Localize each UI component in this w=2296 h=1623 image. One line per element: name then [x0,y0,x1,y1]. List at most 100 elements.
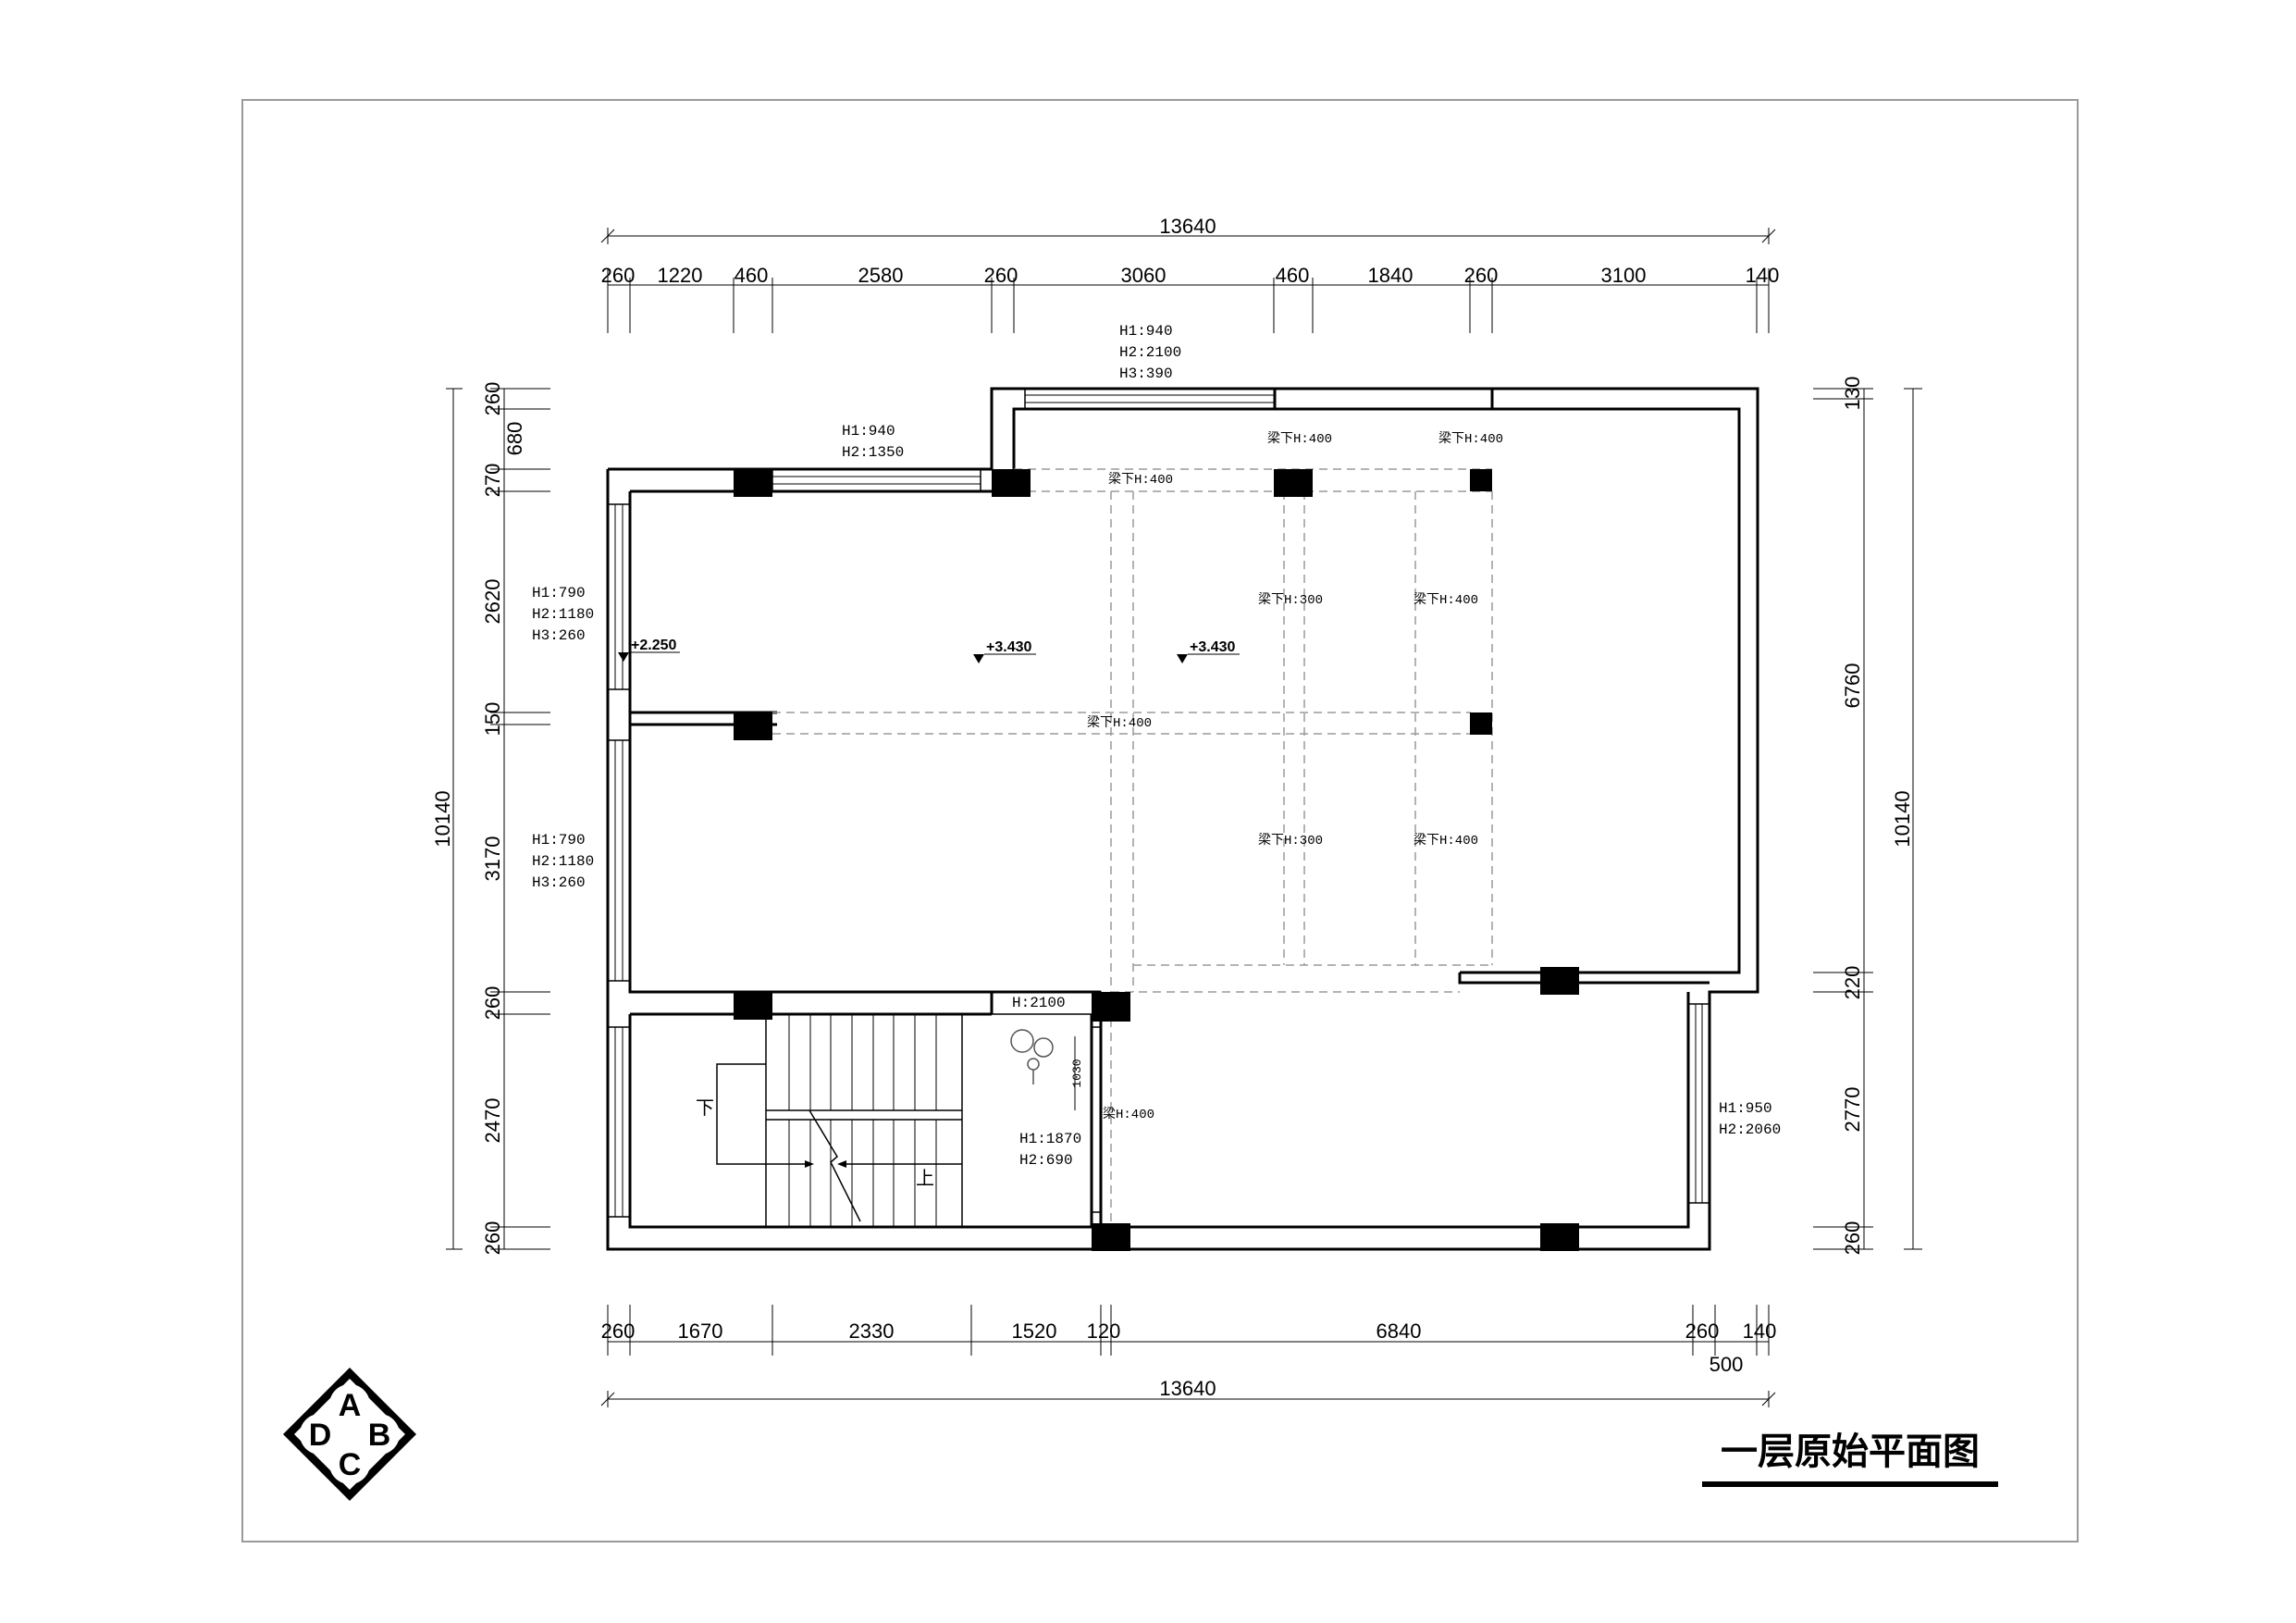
dim-left-total: 10140 [431,790,454,847]
window-inner [1091,1026,1102,1213]
dim-left-ticks [490,388,550,1250]
dimension-top: 13640 260 1220 460 2580 260 3060 460 184… [601,215,1780,333]
logo-letter-c: C [339,1447,362,1482]
opening-top-right-h2: H2:2100 [1119,344,1181,361]
dim-top-seg-5: 260 [984,264,1018,287]
dim-bottom-seg-2: 1670 [678,1319,723,1343]
logo-letter-d: D [309,1418,332,1453]
opening-top-left-h1: H1:940 [842,423,895,440]
opening-inner-h2: H2:690 [1019,1152,1073,1169]
stair-down-label: 下 [696,1096,714,1119]
level-3: +3.430 [1190,639,1235,655]
column-9 [1540,967,1579,995]
dim-left-seg-6: 3170 [481,836,504,882]
dim-right-seg-1: 130 [1841,377,1864,411]
dim-top-seg-4: 2580 [858,264,904,287]
columns [734,469,1579,1251]
dim-top-seg-2: 1220 [658,264,703,287]
dim-bottom-ticks [607,1305,1770,1356]
window-left-stair [607,1026,631,1218]
dim-top-seg-11: 140 [1746,264,1780,287]
dim-bottom-extra: 500 [1710,1353,1744,1376]
stairs: 下 上 [696,1014,963,1227]
dim-right-seg-2: 6760 [1841,663,1864,709]
dim-left-seg-2: 680 [503,422,526,456]
dim-top-seg-3: 460 [734,264,769,287]
opening-inner-h1: H1:1870 [1019,1131,1081,1147]
beam-label-6: 梁下H:400 [1087,715,1152,731]
window-left-lower [607,739,631,982]
opening-left-upper-h2: H2:1180 [532,606,594,623]
dim-top-seg-8: 1840 [1368,264,1413,287]
level-2: +3.430 [986,639,1031,655]
level-markers: +2.250 +3.430 +3.430 [618,638,1240,663]
beam-label-3: 梁下H:400 [1108,472,1173,488]
dim-bottom-seg-8: 140 [1743,1319,1777,1343]
opening-top-right-h1: H1:940 [1119,323,1173,340]
fixture-icon [1010,1029,1076,1110]
dim-left-seg-8: 2470 [481,1098,504,1144]
dim-right-total: 10140 [1891,790,1914,847]
dim-bottom-seg-6: 6840 [1376,1319,1422,1343]
window-left-upper [607,503,631,690]
opening-top-left-h2: H2:1350 [842,444,904,461]
dim-top-seg-10: 3100 [1601,264,1647,287]
dim-top-seg-6: 3060 [1121,264,1167,287]
beam-label-4: 梁下H:300 [1258,592,1323,608]
opening-left-lower-h1: H1:790 [532,832,586,849]
column-10 [1092,1223,1130,1251]
stair-up-label: 上 [916,1167,934,1189]
drawing-frame [241,99,2079,1542]
beam-label-9: 梁H:400 [1103,1107,1154,1122]
dim-top-seg-1: 260 [601,264,636,287]
opening-inner-width: 1030 [1070,1059,1084,1087]
windows [607,387,1710,1218]
opening-stair-door: H:2100 [1012,995,1066,1011]
stair-down-arrow [716,1063,805,1165]
annotations: H1:940 H2:2100 H3:390 H1:940 H2:1350 H1:… [532,323,1781,1169]
beams [772,468,1493,1227]
opening-left-upper-h1: H1:790 [532,585,586,601]
logo-letter-a: A [339,1388,362,1423]
dim-right-seg-3: 220 [1841,966,1864,1000]
dim-left-seg-1: 260 [481,382,504,416]
dim-left-seg-7: 260 [481,986,504,1021]
dim-bottom-seg-1: 260 [601,1319,636,1343]
dim-right-ticks [1813,388,1873,1250]
beam-label-2: 梁下H:400 [1438,431,1503,447]
opening-top-right-h3: H3:390 [1119,365,1173,382]
beam-label-8: 梁下H:400 [1413,833,1478,849]
beam-label-7: 梁下H:300 [1258,833,1323,849]
logo-letter-b: B [368,1418,391,1453]
dim-top-seg-9: 260 [1464,264,1499,287]
dimension-right: 130 6760 220 2770 260 10140 [1813,377,1922,1256]
dim-left-seg-9: 260 [481,1221,504,1256]
column-2 [992,469,1031,497]
beam-label-1: 梁下H:400 [1267,431,1332,447]
dim-bottom-seg-7: 260 [1685,1319,1720,1343]
dimension-bottom: 260 1670 2330 1520 120 6840 260 140 500 … [601,1305,1777,1407]
dim-bottom-total: 13640 [1159,1377,1216,1400]
column-11 [1540,1223,1579,1251]
dim-top-total: 13640 [1159,215,1216,238]
column-3 [1274,469,1313,497]
beam-label-5: 梁下H:400 [1413,592,1478,608]
opening-left-lower-h2: H2:1180 [532,853,594,870]
dim-right-seg-5: 260 [1841,1221,1864,1256]
window-right [1687,1003,1710,1204]
dim-right-seg-4: 2770 [1841,1087,1864,1133]
column-6 [1470,712,1492,735]
logo-icon: A B C D [283,1368,416,1501]
window-top-left [772,468,981,492]
window-top-right [1024,388,1276,410]
opening-left-upper-h3: H3:260 [532,627,586,644]
dim-top-ticks [607,268,1770,333]
dim-bottom-seg-3: 2330 [849,1319,895,1343]
dim-left-seg-5: 150 [481,702,504,737]
dim-bottom-seg-5: 120 [1087,1319,1121,1343]
opening-right-h1: H1:950 [1719,1100,1772,1117]
dim-bottom-seg-4: 1520 [1012,1319,1057,1343]
level-1: +2.250 [631,638,676,653]
column-4 [1470,469,1492,491]
